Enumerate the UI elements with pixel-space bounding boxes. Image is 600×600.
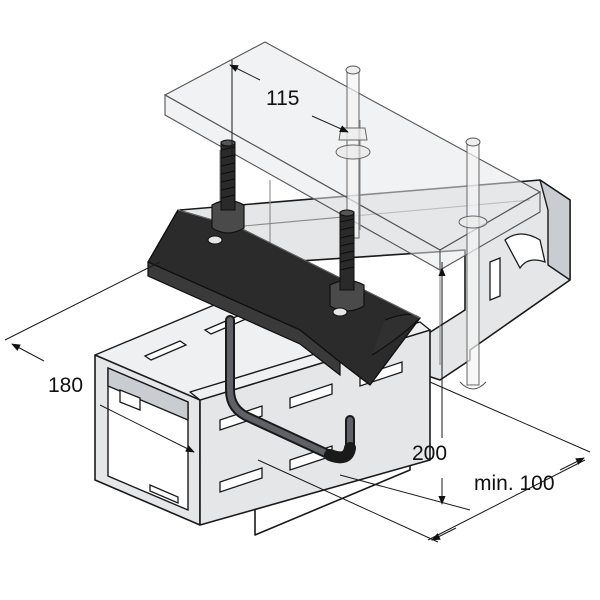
dim-label-180: 180 — [48, 374, 83, 397]
dimension-180: 180 — [4, 261, 195, 453]
dim-label-115: 115 — [266, 87, 299, 110]
dim-label-200: 200 — [412, 442, 447, 465]
u-bolt — [225, 315, 356, 464]
dim-label-min-100: min. 100 — [474, 472, 555, 495]
front-bolt-right — [329, 209, 365, 317]
dimension-200: 200 — [339, 262, 471, 511]
square-tube — [94, 289, 431, 536]
dimension-115: 115 — [229, 60, 349, 160]
rear-bolt-left — [335, 65, 371, 239]
dimension-min-100: min. 100 — [257, 381, 591, 543]
rear-bolt-right — [458, 137, 488, 390]
